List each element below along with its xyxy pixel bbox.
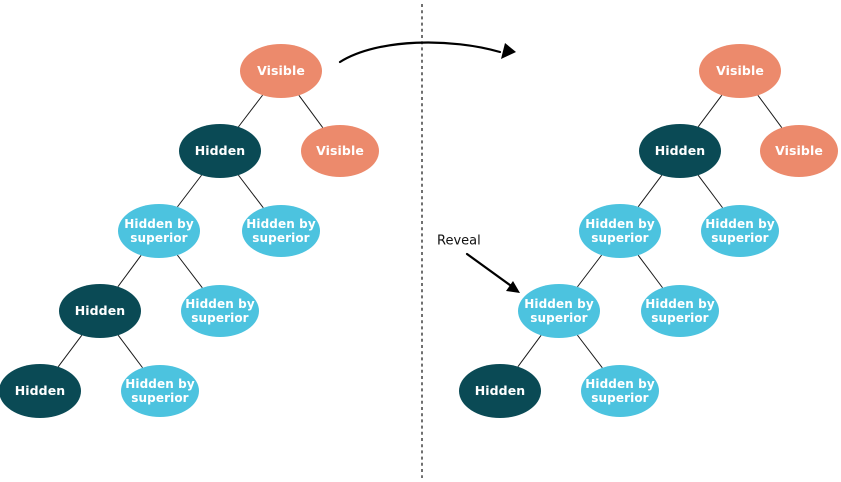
tree-edge (238, 94, 263, 128)
tree-node[interactable]: Visible (760, 125, 838, 177)
tree-node[interactable]: Hidden (59, 284, 141, 338)
tree-node[interactable]: Visible (699, 44, 781, 98)
node-ellipse-hidden-by-superior[interactable] (181, 285, 259, 337)
node-ellipse-hidden-by-superior[interactable] (581, 365, 659, 417)
node-ellipse-visible[interactable] (699, 44, 781, 98)
node-ellipse-hidden-by-superior[interactable] (242, 205, 320, 257)
tree-node[interactable]: Hidden (639, 124, 721, 178)
tree-node[interactable]: Visible (301, 125, 379, 177)
node-ellipse-hidden-by-superior[interactable] (641, 285, 719, 337)
node-ellipse-visible[interactable] (301, 125, 379, 177)
node-ellipse-hidden[interactable] (639, 124, 721, 178)
node-ellipse-hidden-by-superior[interactable] (118, 204, 200, 258)
tree-edge (117, 254, 142, 288)
tree-edge (577, 334, 603, 369)
reveal-label: Reveal (437, 234, 481, 249)
tree-edge (177, 254, 203, 289)
reveal-arrow (465, 252, 516, 290)
node-ellipse-hidden[interactable] (179, 124, 261, 178)
tree-edge (117, 334, 143, 369)
tree-node[interactable]: Hidden (0, 364, 81, 418)
node-ellipse-hidden[interactable] (459, 364, 541, 418)
tree-node[interactable]: Hidden (179, 124, 261, 178)
tree-edge (298, 94, 324, 128)
annotations-layer: Reveal (338, 4, 520, 478)
transform-arrow-head-icon (501, 43, 516, 59)
node-ellipse-visible[interactable] (240, 44, 322, 98)
tree-edge (637, 174, 663, 208)
tree-edge (637, 254, 663, 289)
transform-arrow (338, 41, 502, 64)
reveal-arrow-head-icon (506, 281, 520, 293)
node-ellipse-hidden-by-superior[interactable] (579, 204, 661, 258)
tree-edge (517, 334, 542, 368)
tree-edge (238, 174, 264, 209)
tree-node[interactable]: Hidden (459, 364, 541, 418)
edges-layer (57, 94, 783, 369)
tree-edge (757, 94, 783, 128)
tree-node[interactable]: Visible (240, 44, 322, 98)
node-ellipse-hidden-by-superior[interactable] (518, 284, 600, 338)
tree-edge (697, 174, 723, 209)
tree-edge (57, 334, 83, 368)
tree-edge (177, 174, 202, 208)
node-ellipse-hidden[interactable] (59, 284, 141, 338)
tree-edge (577, 254, 602, 288)
node-ellipse-visible[interactable] (760, 125, 838, 177)
tree-edge (697, 94, 723, 128)
node-ellipse-hidden-by-superior[interactable] (701, 205, 779, 257)
node-ellipse-hidden-by-superior[interactable] (121, 365, 199, 417)
node-ellipse-hidden[interactable] (0, 364, 81, 418)
